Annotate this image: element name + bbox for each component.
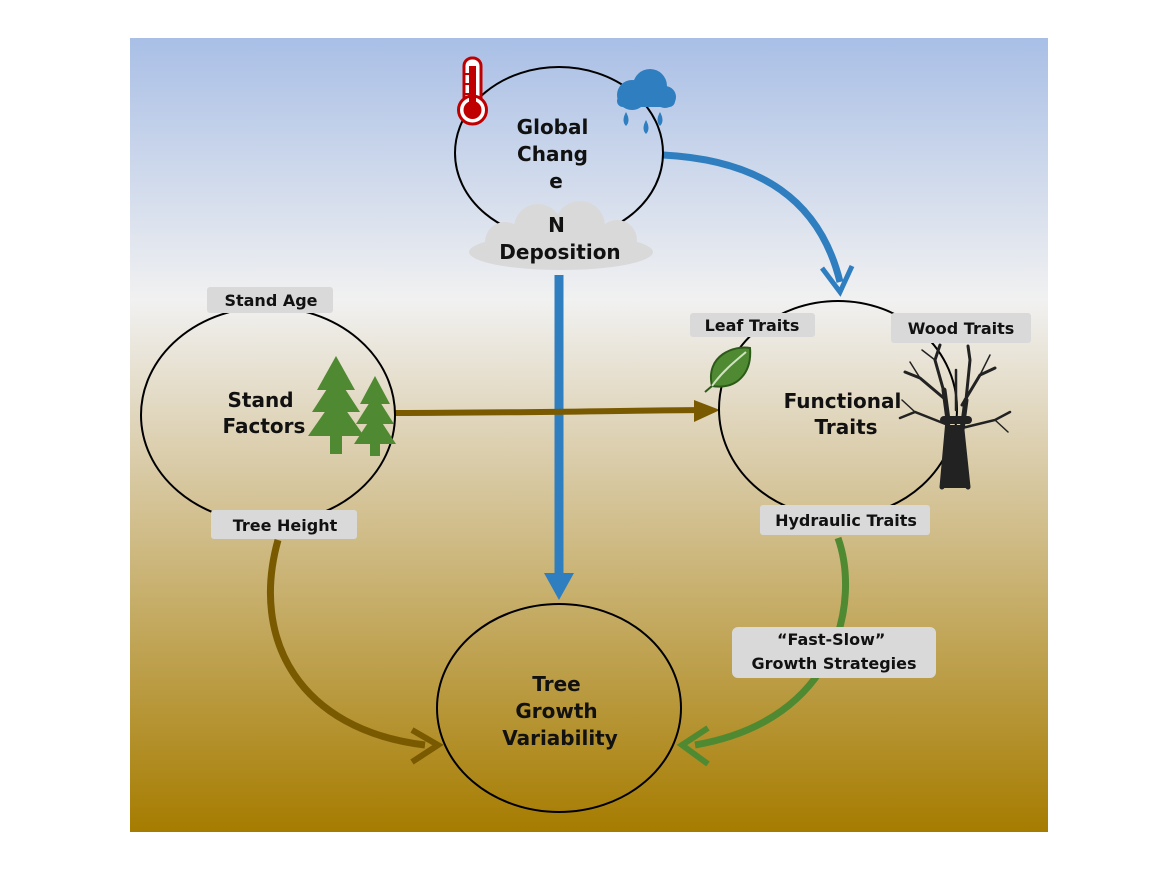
- background-panel: [130, 38, 1048, 832]
- n-deposition-cloud: [469, 201, 653, 270]
- arrow-head-functional-to-growth: [676, 725, 710, 767]
- stand-age-label: Stand Age: [224, 291, 317, 310]
- arrow-global-to-functional: [662, 151, 844, 283]
- thermometer-icon: [457, 56, 488, 126]
- hydraulic-traits-tag: [760, 505, 930, 535]
- leaf-traits-tag: [690, 313, 815, 337]
- arrow-head-global-to-functional: [820, 264, 855, 297]
- n-deposition-label: N Deposition: [499, 213, 620, 264]
- fast-slow-label: “Fast-Slow” Growth Strategies: [751, 630, 916, 673]
- wood-traits-label: Wood Traits: [908, 319, 1015, 338]
- leaf-traits-label: Leaf Traits: [705, 316, 800, 335]
- stand-age-tag: [207, 287, 333, 313]
- arrow-head-ndep-to-growth: [544, 573, 574, 600]
- arrow-stand-to-functional: [394, 407, 701, 416]
- global-change-label: Global Chang e: [517, 115, 596, 193]
- tree-growth-label: Tree Growth Variability: [502, 672, 618, 750]
- rain-cloud-icon: [617, 69, 676, 134]
- fast-slow-tag: [732, 627, 936, 678]
- arrow-head-stand-to-functional: [694, 400, 720, 422]
- tree-growth-node: [436, 603, 682, 813]
- bare-tree-icon: [898, 343, 1012, 490]
- arrow-stand-to-growth: [267, 539, 426, 749]
- wood-traits-tag: [891, 313, 1031, 343]
- hydraulic-traits-label: Hydraulic Traits: [775, 511, 917, 530]
- stand-factors-label: Stand Factors: [223, 388, 306, 438]
- conifer-trees-icon: [308, 356, 396, 456]
- arrow-head-stand-to-growth: [410, 727, 444, 765]
- leaf-icon: [704, 346, 752, 393]
- tree-height-label: Tree Height: [233, 516, 338, 535]
- functional-traits-label: Functional Traits: [784, 389, 909, 439]
- tree-height-tag: [211, 510, 357, 539]
